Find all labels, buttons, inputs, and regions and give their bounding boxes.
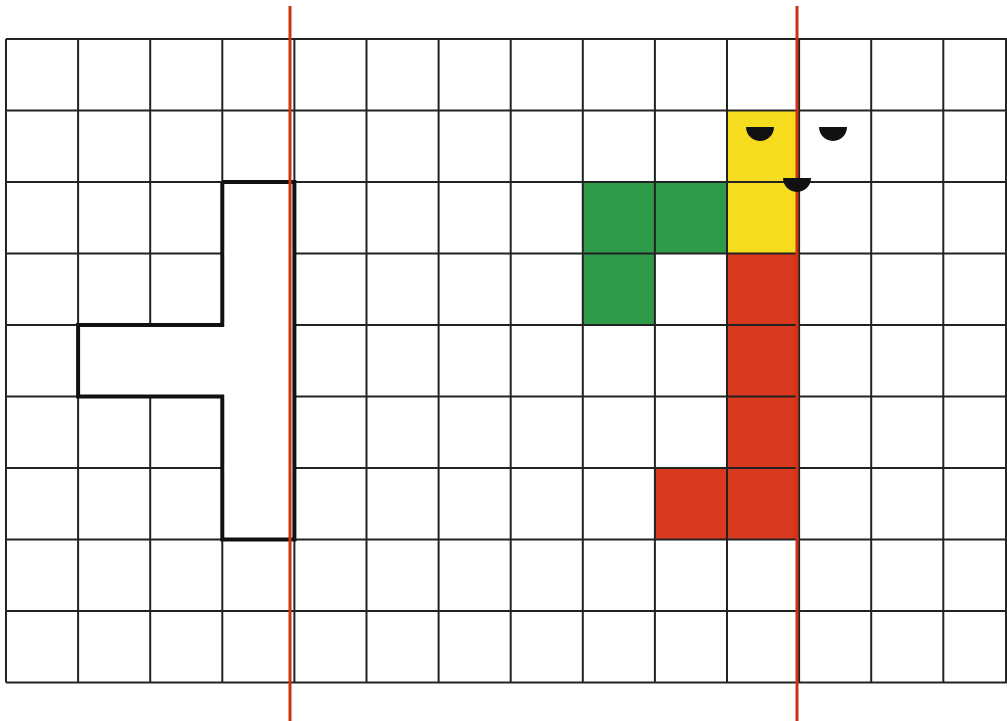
red-cell: [727, 468, 799, 540]
outlined-shape-cell: [80, 327, 149, 396]
red-cell: [727, 397, 799, 469]
outlined-shape-fill: [224, 252, 292, 256]
yellow-cell: [727, 182, 799, 254]
outlined-shape-fill: [224, 395, 292, 399]
outlined-shape-cell: [224, 327, 293, 396]
outlined-shape-cell: [224, 184, 293, 253]
outlined-shape-cell: [224, 398, 293, 467]
half-circle-mark: [819, 127, 847, 141]
green-cell: [583, 254, 655, 326]
red-cell: [727, 254, 799, 326]
outlined-shape-fill: [224, 466, 292, 470]
yellow-cell: [727, 111, 799, 183]
outlined-shape-cell: [224, 255, 293, 324]
outlined-shape-cell: [224, 470, 293, 539]
outlined-shape-fill: [224, 323, 292, 327]
outlined-shape-fill: [220, 327, 224, 395]
outlined-shape: [78, 182, 294, 540]
outlined-shape-cell: [152, 327, 221, 396]
outlined-shape-fill: [148, 327, 152, 395]
red-cell: [655, 468, 727, 540]
green-cell: [583, 182, 655, 254]
green-cell: [655, 182, 727, 254]
red-cell: [727, 325, 799, 397]
